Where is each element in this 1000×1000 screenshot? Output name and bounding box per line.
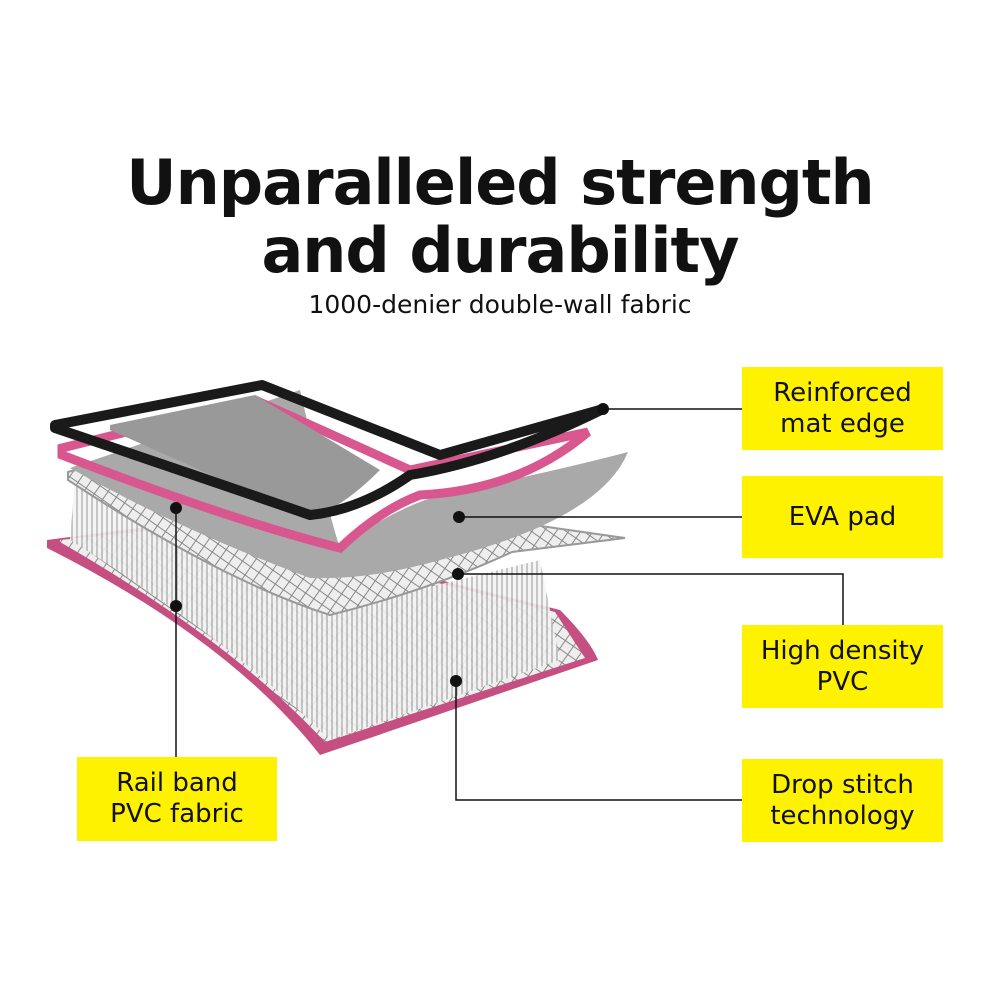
black-edge [50, 380, 608, 520]
label-text: Drop stitch [771, 769, 914, 800]
headline-line-2: and durability [261, 214, 739, 287]
leader-dots [170, 403, 609, 687]
label-text: EVA pad [788, 501, 897, 532]
pink-edge [57, 395, 591, 553]
label-text: High density [760, 635, 925, 666]
label-text: mat edge [780, 408, 905, 439]
label-eva-pad: EVA pad [742, 476, 943, 558]
label-text: PVC fabric [110, 799, 244, 829]
label-text: Rail band [116, 768, 238, 798]
subtitle: 1000-denier double-wall fabric [308, 290, 692, 319]
headline-line-1: Unparalleled strength [126, 146, 874, 219]
label-text: PVC [816, 666, 869, 697]
label-text: technology [770, 800, 915, 831]
label-text: Reinforced [773, 377, 912, 408]
leader-lines [175, 408, 844, 801]
